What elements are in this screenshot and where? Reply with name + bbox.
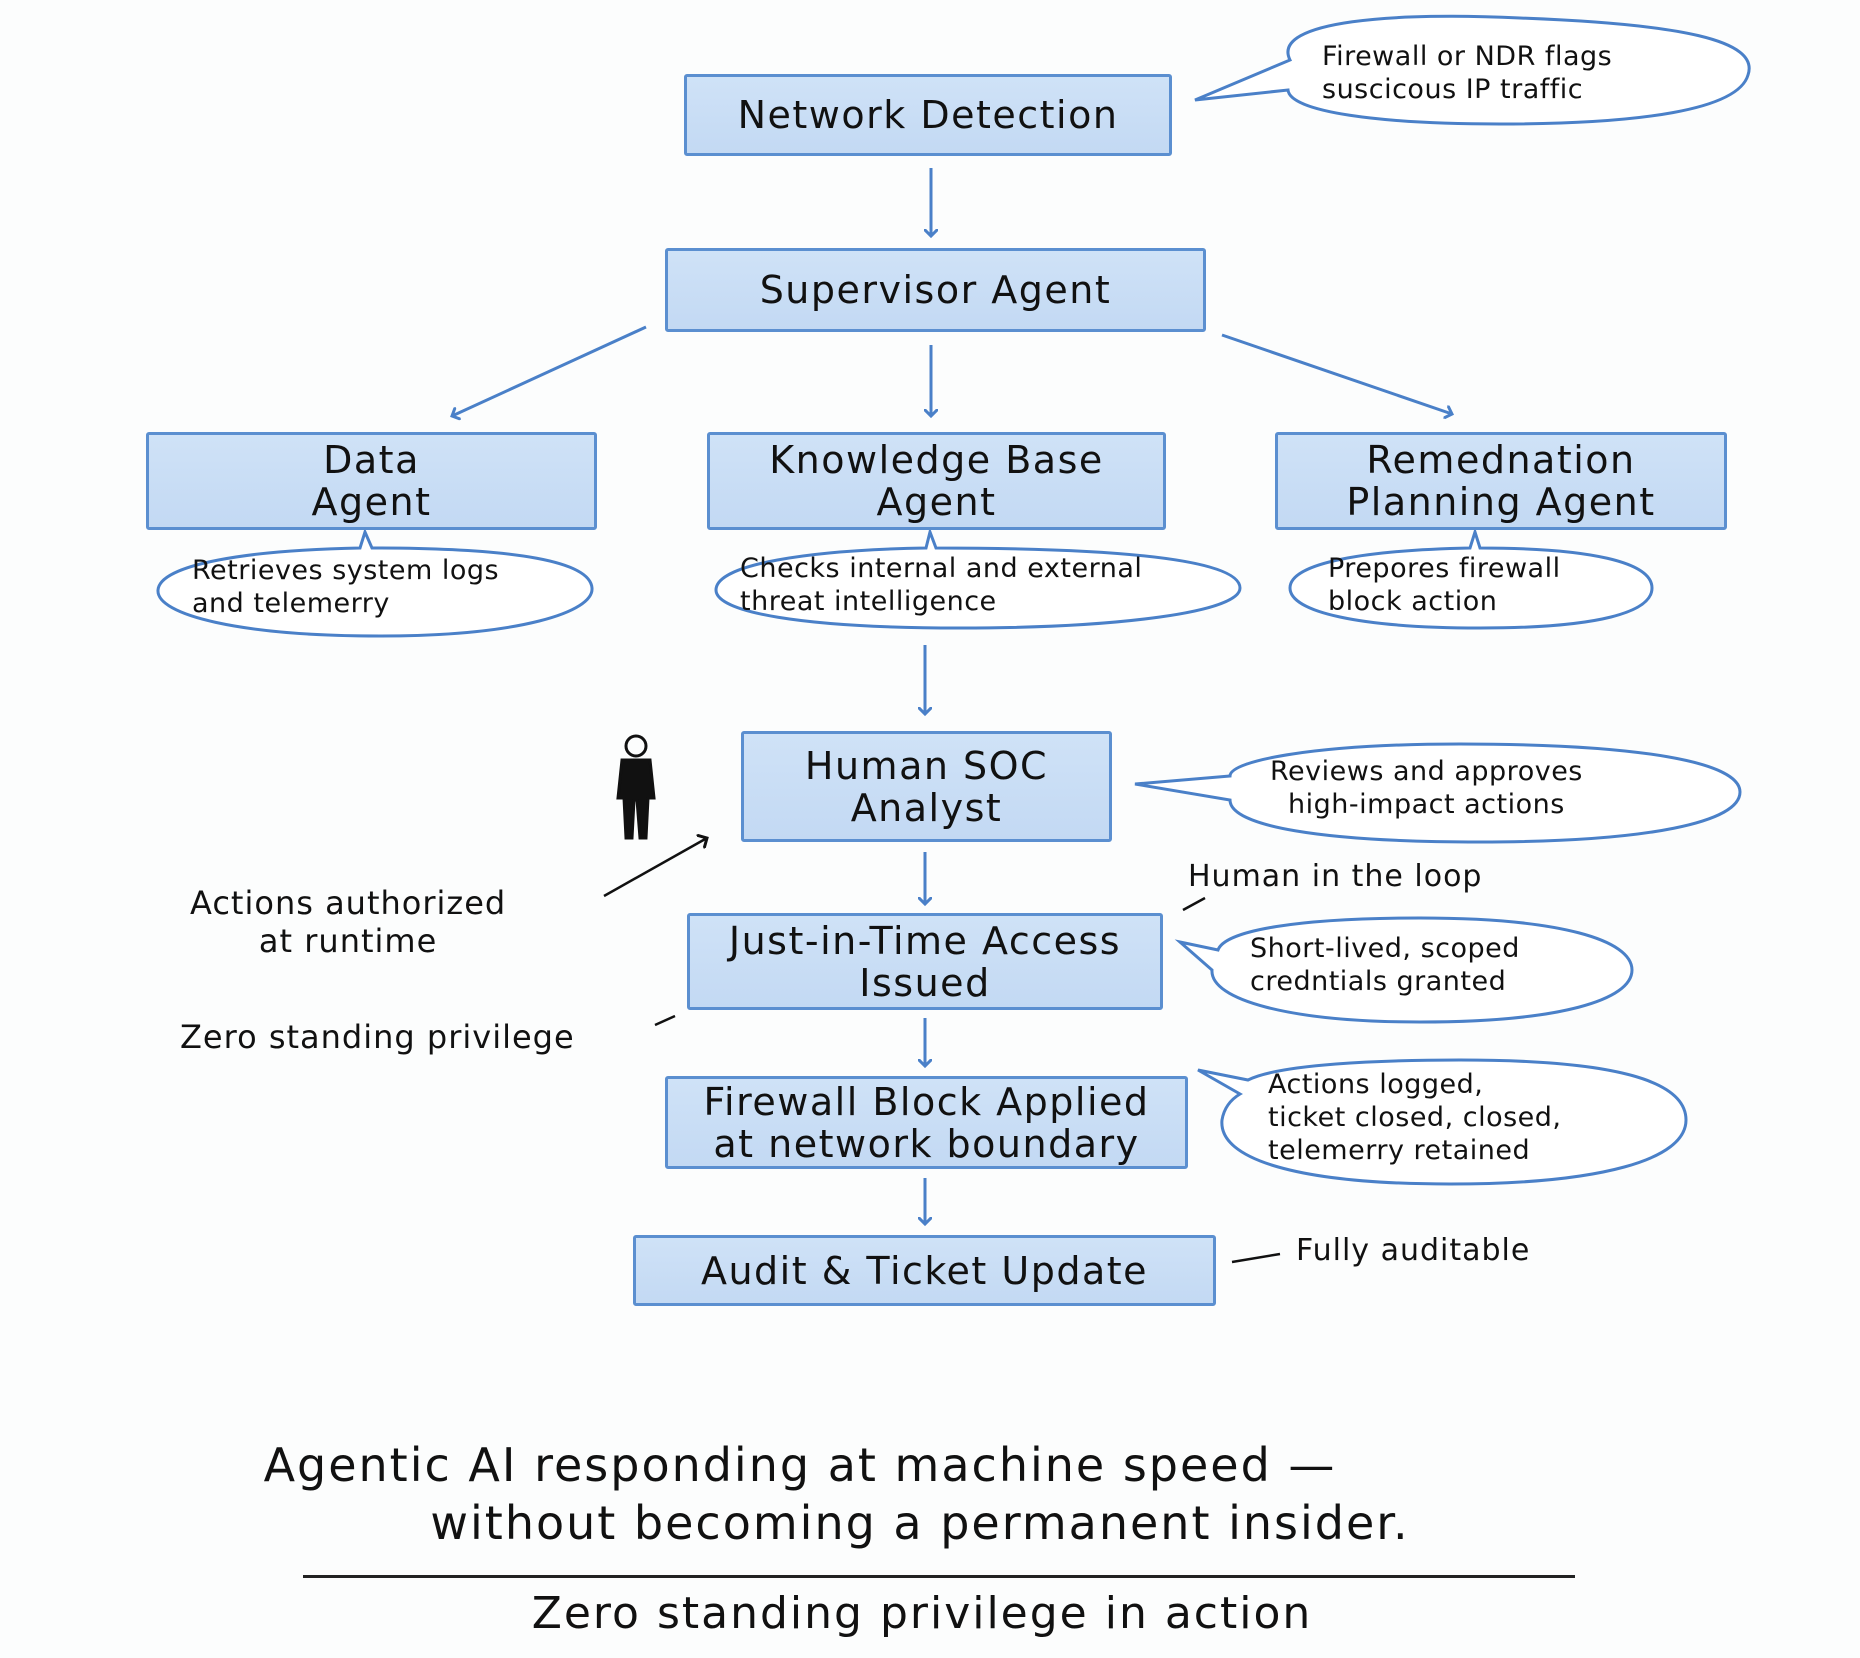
bubble-firewall-block: Actions logged, ticket closed, closed, t… xyxy=(1268,1069,1562,1166)
node-data-agent: Data Agent xyxy=(146,432,597,530)
node-jit-access: Just-in-Time Access Issued xyxy=(687,913,1163,1010)
bubble-shape-network-detection xyxy=(1194,14,1751,126)
bubble-remediation: Prepores firewall block action xyxy=(1328,553,1561,617)
node-firewall-block: Firewall Block Applied at network bounda… xyxy=(665,1076,1188,1169)
bubble-shape-jit xyxy=(1174,916,1634,1024)
node-remediation-planning-agent: Remednation Planning Agent xyxy=(1275,432,1727,530)
bubble-shape-remediation xyxy=(1288,526,1654,630)
node-knowledge-base-agent: Knowledge Base Agent xyxy=(707,432,1166,530)
tick-fully-auditable xyxy=(1231,1252,1281,1264)
bubble-shape-kb-agent xyxy=(714,526,1242,630)
bubble-data-agent: Retrieves system logs and telemerry xyxy=(192,555,500,619)
arrow-supervisor-to-data xyxy=(452,325,647,416)
tick-zero-standing xyxy=(654,1014,676,1027)
bubble-kb-agent: Checks internal and external threat inte… xyxy=(740,553,1143,617)
bubble-shape-firewall xyxy=(1197,1058,1688,1186)
bubble-shape-human-soc xyxy=(1134,742,1742,844)
arrow-supervisor-to-remediation xyxy=(1221,333,1452,414)
tagline-line-1: Agentic AI responding at machine speed — xyxy=(263,1438,1337,1492)
bubble-shape-data-agent xyxy=(156,527,594,638)
person-icon xyxy=(616,734,656,840)
bubble-human-soc: Reviews and approves high-impact actions xyxy=(1270,756,1583,820)
node-human-soc-analyst: Human SOC Analyst xyxy=(741,731,1112,842)
node-supervisor-agent: Supervisor Agent xyxy=(665,248,1206,332)
node-network-detection: Network Detection xyxy=(684,74,1172,156)
tick-human-in-loop xyxy=(1182,896,1206,912)
note-actions-authorized: Actions authorized at runtime xyxy=(190,884,507,960)
node-audit-ticket-update: Audit & Ticket Update xyxy=(633,1235,1216,1306)
arrow-actions-authorized xyxy=(603,838,707,898)
tagline-divider xyxy=(303,1575,1575,1578)
note-human-in-the-loop: Human in the loop xyxy=(1188,859,1483,894)
bubble-network-detection: Firewall or NDR flags suscicous IP traff… xyxy=(1322,41,1613,105)
tagline-line-2: without becoming a permanent insider. xyxy=(430,1496,1410,1550)
note-zero-standing-privilege: Zero standing privilege xyxy=(180,1018,575,1056)
note-fully-auditable: Fully auditable xyxy=(1296,1233,1531,1268)
bubble-jit-access: Short-lived, scoped credntials granted xyxy=(1250,933,1520,997)
tagline-subtitle: Zero standing privilege in action xyxy=(531,1588,1313,1639)
